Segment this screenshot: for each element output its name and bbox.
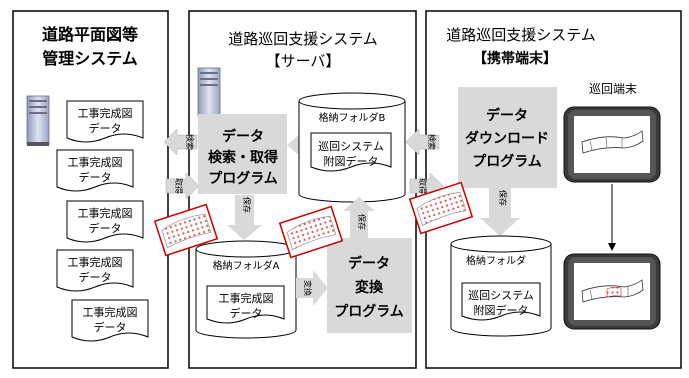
download-program-line2: ダウンロード xyxy=(465,130,549,147)
search-label-right: 検索 xyxy=(427,134,437,150)
save-label-a: 保存 xyxy=(242,197,252,213)
storage-folder-a: 格納フォルダA 工事完成図 データ xyxy=(195,240,297,339)
save-label-b: 保存 xyxy=(357,214,367,230)
convert-label: 変換 xyxy=(303,280,313,296)
folder-a-doc-line1: 工事完成図 xyxy=(219,291,274,305)
convert-arrow: 変換 xyxy=(296,270,328,306)
doc-1-line1: 工事完成図 xyxy=(78,106,133,120)
folder-a-label: 格納フォルダA xyxy=(213,259,280,272)
doc-3-line2: データ xyxy=(89,221,122,235)
document-construction-3: 工事完成図 データ xyxy=(66,200,144,243)
get-program-line1: データ xyxy=(222,128,264,145)
doc-3-line1: 工事完成図 xyxy=(78,206,133,220)
save-arrow-right: 保存 xyxy=(480,188,520,236)
storage-folder-right: 格納フォルダ 巡回システム 附図データ xyxy=(450,235,552,337)
storage-folder-b: 格納フォルダB 巡回システム 附図データ xyxy=(298,92,406,203)
doc-1-line2: データ xyxy=(89,121,122,135)
save-arrow-a: 保存 xyxy=(227,195,262,240)
download-program-line1: データ xyxy=(486,107,528,124)
map-thumbnail-2 xyxy=(278,205,344,259)
download-program-line3: プログラム xyxy=(472,153,542,170)
folder-right-doc-line1: 巡回システム xyxy=(468,289,534,302)
search-arrow-left: 検索 xyxy=(163,128,198,156)
right-title-line1: 道路巡回支援システム xyxy=(446,26,596,44)
tablet-terminal-bottom xyxy=(563,253,661,330)
folder-b-label: 格納フォルダB xyxy=(319,111,386,124)
search-label-left: 検索 xyxy=(185,134,195,150)
map-thumbnail-3 xyxy=(408,181,474,235)
server-icon-center xyxy=(197,67,221,118)
folder-right-label: 格納フォルダ xyxy=(466,254,526,267)
document-construction-4: 工事完成図 データ xyxy=(56,249,134,292)
doc-2-line1: 工事完成図 xyxy=(68,155,123,169)
get-arrow-left: 取得 xyxy=(165,172,200,200)
convert-program-line2: 変換 xyxy=(355,279,384,296)
doc-4-line2: データ xyxy=(79,270,112,284)
center-title-line2: 【サーバ】 xyxy=(266,52,341,70)
save-arrow-b: 保存 xyxy=(343,197,375,238)
terminal-label: 巡回端末 xyxy=(589,82,637,96)
convert-program: データ 変換 プログラム xyxy=(327,238,412,333)
save-label-right: 保存 xyxy=(498,190,508,206)
document-construction-1: 工事完成図 データ xyxy=(66,100,144,143)
document-construction-2: 工事完成図 データ xyxy=(56,149,134,192)
folder-a-doc-line2: データ xyxy=(230,306,263,320)
convert-program-line3: プログラム xyxy=(334,303,404,320)
search-get-program: データ 検索・取得 プログラム xyxy=(198,114,287,194)
folder-b-doc-line1: 巡回システム xyxy=(318,140,384,153)
get-label-right: 取得 xyxy=(418,178,428,194)
search-arrow-right: 検索 xyxy=(405,128,440,156)
get-label-left: 取得 xyxy=(174,178,184,194)
download-program: データ ダウンロード プログラム xyxy=(458,87,557,188)
folder-right-doc-line2: 附図データ xyxy=(474,303,529,317)
get-program-line3: プログラム xyxy=(208,170,278,187)
center-title-line1: 道路巡回支援システム xyxy=(228,30,378,48)
folder-b-doc-line2: 附図データ xyxy=(324,154,379,168)
convert-program-line1: データ xyxy=(348,255,390,272)
doc-5-line2: データ xyxy=(94,320,127,334)
left-title-line1: 道路平面図等 xyxy=(42,25,138,44)
doc-5-line1: 工事完成図 xyxy=(83,305,138,319)
right-title-line2: 【携帯端末】 xyxy=(473,50,557,67)
document-construction-5: 工事完成図 データ xyxy=(71,299,149,342)
left-title-line2: 管理システム xyxy=(42,49,138,68)
map-thumbnail-1 xyxy=(153,203,219,257)
server-icon-left xyxy=(26,95,50,146)
get-program-line2: 検索・取得 xyxy=(208,149,278,166)
doc-4-line1: 工事完成図 xyxy=(68,255,123,269)
tablet-terminal-top xyxy=(563,106,661,183)
doc-2-line2: データ xyxy=(79,170,112,184)
